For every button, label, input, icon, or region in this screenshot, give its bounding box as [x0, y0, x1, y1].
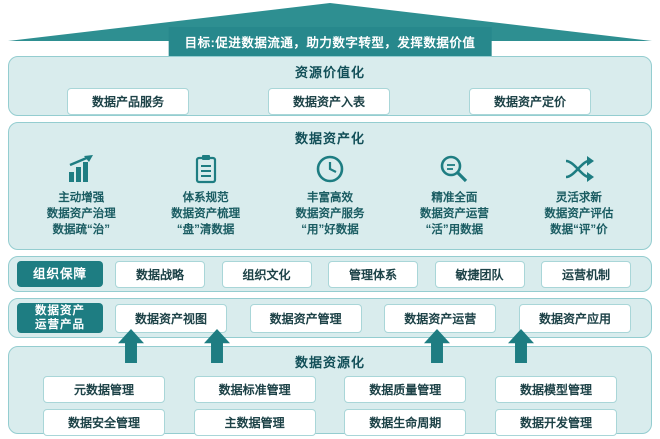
asset-line: “盘”清数据	[176, 224, 235, 236]
asset-line: 灵活求新	[555, 192, 602, 204]
resource-item-box: 数据开发管理	[494, 409, 617, 436]
resource-item-box: 数据模型管理	[494, 376, 617, 403]
product-item-box: 数据资产视图	[115, 303, 227, 333]
section-organization: 组织保障 数据战略 组织文化 管理体系 敏捷团队 运营机制	[8, 256, 652, 292]
asset-columns: 主动增强 数据资产治理 数据疏“治” 体系规范 数据资产梳理 “盘”清数据	[9, 147, 651, 238]
org-item-box: 管理体系	[328, 260, 418, 288]
resource-item-box: 数据标准管理	[193, 376, 316, 403]
section-assetization-title: 数据资产化	[294, 131, 365, 146]
org-item-box: 组织文化	[221, 260, 312, 288]
value-items-row: 数据产品服务 数据资产入表 数据资产定价	[9, 81, 651, 115]
bar-chart-growth-icon	[65, 153, 97, 185]
section-operation-products: 数据资产 运营产品 数据资产视图 数据资产管理 数据资产运营 数据资产应用	[8, 298, 652, 338]
asset-line: 数据资产治理	[46, 208, 116, 220]
asset-line: 数据资产梳理	[171, 208, 241, 220]
asset-column: 灵活求新 数据资产评估 数据“评”价	[517, 153, 641, 238]
organization-label-text: 组织保障	[32, 267, 87, 281]
resource-items-row: 数据安全管理 主数据管理 数据生命周期 数据开发管理	[43, 409, 617, 436]
org-item-box: 运营机制	[541, 260, 631, 288]
resource-items-grid: 元数据管理 数据标准管理 数据质量管理 数据模型管理 数据安全管理 主数据管理 …	[9, 371, 651, 436]
asset-line: 数据资产评估	[544, 208, 614, 220]
section-data-resource-title: 数据资源化	[294, 355, 365, 370]
product-item-box: 数据资产管理	[249, 303, 362, 333]
resource-items-row: 元数据管理 数据标准管理 数据质量管理 数据模型管理	[43, 376, 617, 403]
value-item-box: 数据资产入表	[268, 88, 390, 115]
value-item-box: 数据产品服务	[67, 88, 189, 115]
asset-column: 主动增强 数据资产治理 数据疏“治”	[19, 153, 143, 238]
operation-products-items: 数据资产视图 数据资产管理 数据资产运营 数据资产应用	[103, 303, 643, 333]
org-item-box: 数据战略	[115, 260, 205, 288]
operation-products-label: 数据资产 运营产品	[17, 303, 103, 333]
asset-line: 数据资产运营	[419, 208, 489, 220]
asset-column: 精准全面 数据资产运营 “活”用数据	[392, 153, 516, 238]
section-resource-value: 资源价值化 数据产品服务 数据资产入表 数据资产定价	[8, 56, 652, 116]
asset-column: 体系规范 数据资产梳理 “盘”清数据	[143, 153, 267, 238]
shuffle-arrows-icon	[563, 153, 595, 185]
product-item-box: 数据资产应用	[518, 303, 631, 333]
asset-line: 主动增强	[58, 192, 105, 204]
asset-line: 数据资产服务	[295, 208, 365, 220]
resource-item-box: 数据安全管理	[43, 409, 165, 436]
clipboard-checklist-icon	[190, 153, 222, 185]
resource-item-box: 数据质量管理	[344, 376, 467, 403]
organization-items: 数据战略 组织文化 管理体系 敏捷团队 运营机制	[103, 260, 643, 288]
resource-item-box: 数据生命周期	[344, 409, 467, 436]
section-data-resource: 数据资源化 元数据管理 数据标准管理 数据质量管理 数据模型管理 数据安全管理 …	[8, 329, 652, 436]
resource-item-box: 元数据管理	[43, 376, 165, 403]
operation-products-label-line1: 数据资产	[35, 305, 85, 317]
resource-item-box: 主数据管理	[193, 409, 316, 436]
goal-banner: 目标:促进数据流通，助力数字转型，发挥数据价值	[168, 27, 492, 56]
product-item-box: 数据资产运营	[384, 303, 497, 333]
organization-label: 组织保障	[17, 261, 103, 287]
asset-column: 丰富高效 数据资产服务 “用”好数据	[268, 153, 392, 238]
value-item-box: 数据资产定价	[469, 88, 591, 115]
asset-line: 数据疏“治”	[52, 224, 110, 236]
operation-products-label-line2: 运营产品	[35, 319, 85, 331]
asset-line: 精准全面	[431, 192, 478, 204]
clock-icon	[314, 153, 346, 185]
asset-line: 体系规范	[182, 192, 229, 204]
asset-line: 数据“评”价	[550, 224, 608, 236]
asset-line: “活”用数据	[425, 224, 484, 236]
section-resource-value-title: 资源价值化	[294, 65, 365, 80]
section-assetization: 数据资产化 主动增强 数据资产治理 数据疏“治”	[8, 122, 652, 250]
org-item-box: 敏捷团队	[434, 260, 525, 288]
asset-line: 丰富高效	[307, 192, 354, 204]
magnifier-icon	[438, 153, 470, 185]
asset-line: “用”好数据	[301, 224, 359, 236]
